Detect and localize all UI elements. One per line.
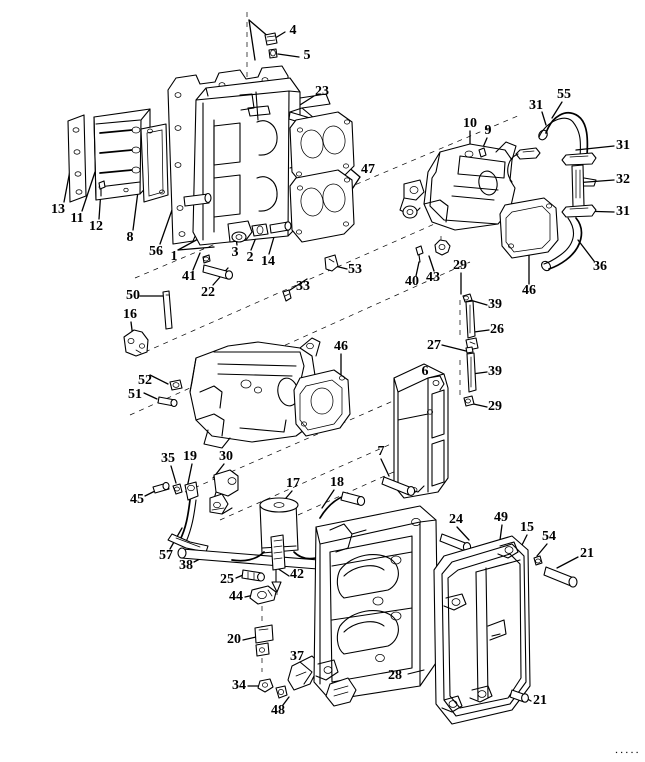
callout-34: 34 xyxy=(232,678,246,693)
callout-26: 26 xyxy=(490,322,504,337)
callout-13: 13 xyxy=(51,202,65,217)
carburetor-assembly xyxy=(399,141,559,263)
reed-valve-assembly xyxy=(67,108,169,203)
callout-29: 29 xyxy=(453,258,467,273)
callout-39: 39 xyxy=(488,297,502,312)
callout-19: 19 xyxy=(183,449,197,464)
callout-56: 56 xyxy=(149,244,163,259)
lower-carburetor-body xyxy=(123,290,351,449)
callout-4: 4 xyxy=(289,23,297,38)
fuel-hose-assembly xyxy=(507,112,597,272)
callout-21: 21 xyxy=(580,546,594,561)
callout-12: 12 xyxy=(89,219,103,234)
callout-39: 39 xyxy=(488,364,502,379)
callout-43: 43 xyxy=(426,270,440,285)
callout-7: 7 xyxy=(377,444,385,459)
callout-29: 29 xyxy=(488,399,502,414)
fineprint-text: ▪ ▪ ▪ ▪ ▪ xyxy=(615,750,639,756)
callout-31: 31 xyxy=(529,98,543,113)
intake-cover-6 xyxy=(381,293,479,499)
callout-25: 25 xyxy=(220,572,234,587)
callout-20: 20 xyxy=(227,632,241,647)
callout-42: 42 xyxy=(290,567,304,582)
callout-46: 46 xyxy=(522,283,536,298)
callout-35: 35 xyxy=(161,451,175,466)
callout-14: 14 xyxy=(261,254,275,269)
callout-48: 48 xyxy=(271,703,285,718)
callout-32: 32 xyxy=(616,172,630,187)
callout-40: 40 xyxy=(405,274,419,289)
callout-37: 37 xyxy=(290,649,304,664)
callout-11: 11 xyxy=(70,211,84,226)
callout-47: 47 xyxy=(361,162,375,177)
callout-18: 18 xyxy=(330,475,344,490)
callout-44: 44 xyxy=(229,589,243,604)
callout-41: 41 xyxy=(182,269,196,284)
callout-16: 16 xyxy=(123,307,137,322)
callout-22: 22 xyxy=(201,285,215,300)
callout-2: 2 xyxy=(246,250,254,265)
callout-21: 21 xyxy=(533,693,547,708)
callout-45: 45 xyxy=(130,492,144,507)
callout-50: 50 xyxy=(126,288,140,303)
callout-17: 17 xyxy=(286,476,300,491)
callout-49: 49 xyxy=(494,510,508,525)
carburetor-gaskets-47 xyxy=(282,111,355,302)
callout-27: 27 xyxy=(427,338,441,353)
callout-38: 38 xyxy=(179,558,193,573)
callout-5: 5 xyxy=(303,48,311,63)
callout-28: 28 xyxy=(388,668,402,683)
callout-6: 6 xyxy=(421,364,429,379)
callout-30: 30 xyxy=(219,449,233,464)
callout-10: 10 xyxy=(463,116,477,131)
callout-36: 36 xyxy=(593,259,607,274)
callout-46: 46 xyxy=(334,339,348,354)
callout-23: 23 xyxy=(315,84,329,99)
callout-24: 24 xyxy=(449,512,463,527)
callout-52: 52 xyxy=(138,373,152,388)
callout-3: 3 xyxy=(231,245,239,260)
callout-55: 55 xyxy=(557,87,571,102)
callout-33: 33 xyxy=(296,279,310,294)
callout-9: 9 xyxy=(484,123,492,138)
callout-15: 15 xyxy=(520,520,534,535)
callout-31: 31 xyxy=(616,204,630,219)
callout-1: 1 xyxy=(170,249,178,264)
electrical-box-28 xyxy=(313,505,472,707)
callout-57: 57 xyxy=(159,548,173,563)
callout-53: 53 xyxy=(348,262,362,277)
electrical-box-cover-15 xyxy=(433,535,578,725)
callout-54: 54 xyxy=(542,529,556,544)
callout-51: 51 xyxy=(128,387,142,402)
callout-8: 8 xyxy=(126,230,134,245)
callout-31: 31 xyxy=(616,138,630,153)
